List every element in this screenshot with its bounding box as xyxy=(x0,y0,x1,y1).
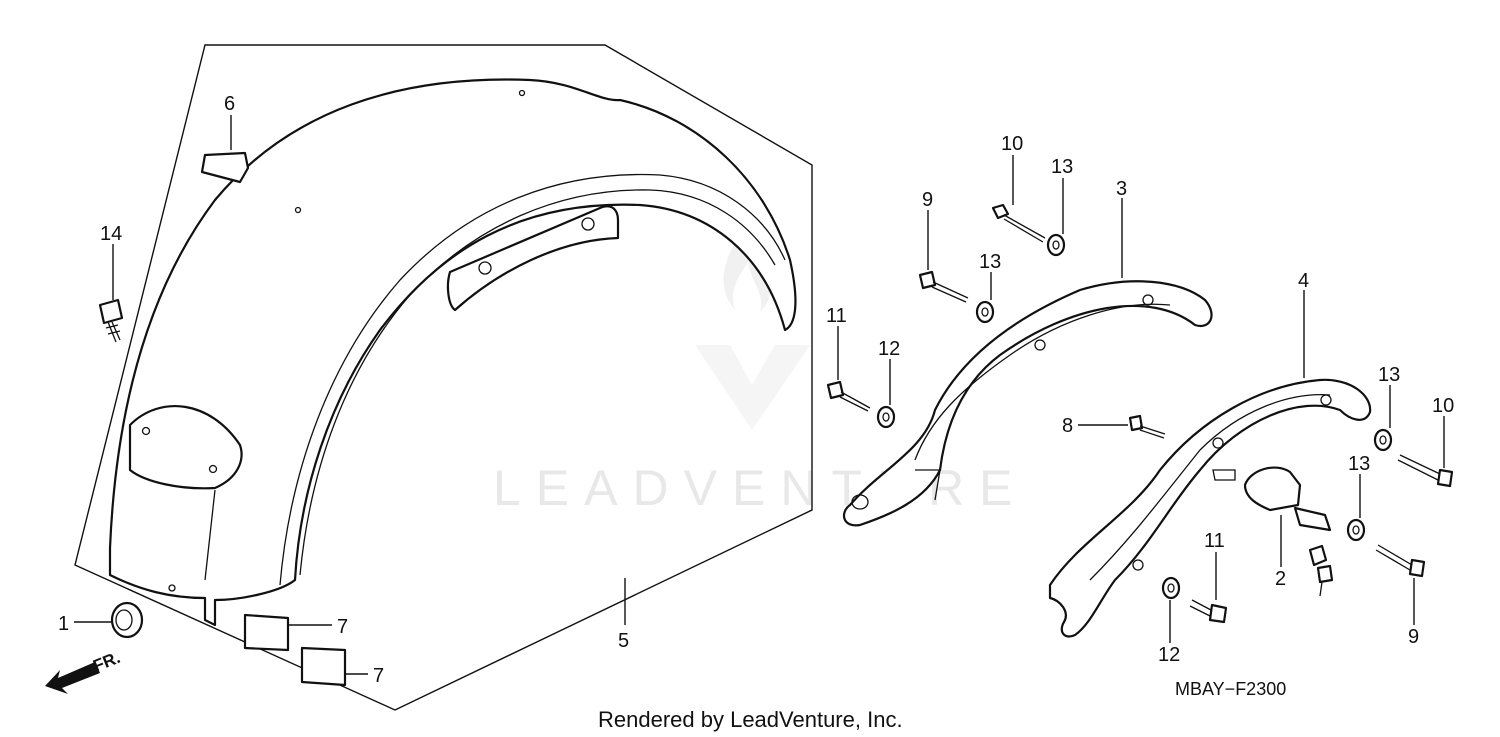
callout-3: 3 xyxy=(1116,178,1127,200)
bolt-part-14 xyxy=(98,298,124,343)
callout-9-a: 9 xyxy=(922,189,933,211)
diagram-code: MBAY−F2300 xyxy=(1175,679,1286,699)
leader-lines xyxy=(74,115,1445,675)
callout-7-b: 7 xyxy=(373,665,384,687)
bolt-part-9-top xyxy=(918,270,969,303)
bolt-part-11-right xyxy=(1189,599,1228,624)
pad-part-6 xyxy=(200,151,250,184)
callout-13-d: 13 xyxy=(1348,453,1370,475)
washer-part-13-a xyxy=(1046,233,1066,257)
callout-11-b: 11 xyxy=(1204,530,1225,552)
callout-13-b: 13 xyxy=(979,251,1001,273)
callout-7-a: 7 xyxy=(337,616,348,638)
callout-10-b: 10 xyxy=(1432,395,1454,417)
callout-1: 1 xyxy=(58,613,69,635)
bolt-part-10-top xyxy=(991,203,1046,243)
callout-6: 6 xyxy=(224,93,235,115)
callout-9-b: 9 xyxy=(1408,626,1419,648)
callout-11-a: 11 xyxy=(826,305,847,327)
bolt-part-11-left xyxy=(826,380,871,412)
front-arrow-label: FR. xyxy=(90,648,123,676)
callout-5: 5 xyxy=(618,630,629,652)
callout-4: 4 xyxy=(1298,270,1309,292)
front-direction-arrow xyxy=(45,662,100,694)
bolt-part-9-right xyxy=(1375,544,1426,578)
callout-13-a: 13 xyxy=(1051,156,1073,178)
grommet-part-1 xyxy=(110,601,144,639)
reflector-part-7 xyxy=(243,613,347,687)
callout-8: 8 xyxy=(1062,415,1073,437)
grab-rail-part-3 xyxy=(842,280,1213,527)
callout-10-a: 10 xyxy=(1001,133,1023,155)
bolt-part-8 xyxy=(1128,414,1166,439)
rear-fender xyxy=(108,78,797,627)
callout-13-c: 13 xyxy=(1378,364,1400,386)
watermark-text: LEADVENTURE xyxy=(493,460,1028,516)
assembly-boundary xyxy=(74,44,813,711)
callout-14: 14 xyxy=(100,223,122,245)
callout-12-a: 12 xyxy=(878,338,900,360)
washer-part-12-b xyxy=(1161,576,1181,600)
callout-2: 2 xyxy=(1275,568,1286,590)
washer-part-13-d xyxy=(1346,518,1366,542)
washer-part-12-a xyxy=(876,405,896,429)
washer-part-13-b xyxy=(975,300,995,324)
callout-12-b: 12 xyxy=(1158,644,1180,666)
helmet-lock-part-2 xyxy=(1243,466,1334,597)
bolt-part-10-right xyxy=(1397,454,1454,488)
washer-part-13-c xyxy=(1373,428,1393,452)
grab-rail-part-4 xyxy=(1048,378,1372,638)
footer-credit: Rendered by LeadVenture, Inc. xyxy=(598,707,903,732)
